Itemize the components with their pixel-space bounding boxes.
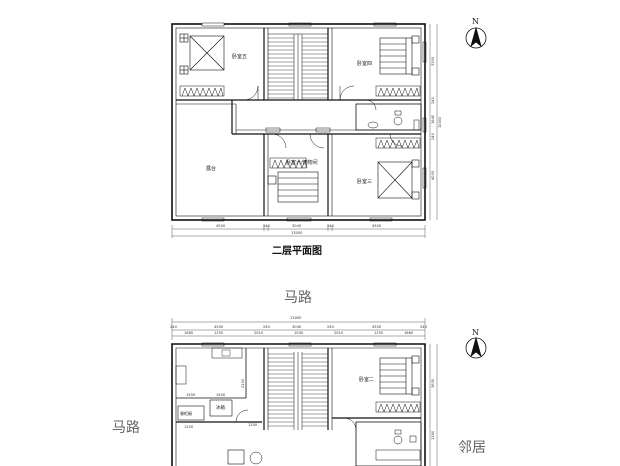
upper-floor-plan [171, 22, 427, 222]
dim-bottom-5: 4500 [372, 224, 382, 228]
compass-north-letter-2: N [472, 328, 479, 337]
upper-staircase [268, 33, 328, 100]
svg-text:240: 240 [431, 96, 435, 104]
lower-floor-plan [171, 342, 426, 466]
window-right-2 [422, 117, 427, 133]
lower-dim-total: 13000 [290, 316, 302, 320]
svg-text:240: 240 [431, 132, 435, 140]
wardrobe-bedroom6 [269, 157, 308, 169]
label-dining-cabinet: 餐柜橱 [180, 410, 192, 416]
room-label-bedroom6: 卧室六/储物间 [286, 159, 318, 166]
upper-right-dims: 3300 240 1640 240 4000 10000 [431, 56, 442, 180]
dining-cabinet [177, 405, 205, 421]
door-arc-6 [365, 99, 377, 111]
svg-text:1680: 1680 [404, 331, 414, 335]
svg-text:2100: 2100 [241, 378, 245, 388]
bed-bedroom4 [379, 35, 420, 76]
svg-text:1030: 1030 [294, 331, 304, 335]
door-arc-2 [339, 85, 355, 101]
dim-bottom-2: 240 [263, 224, 271, 228]
lower-dimension-lines [171, 318, 426, 340]
wardrobe-bedroom3 [375, 137, 421, 149]
window-top-mid [288, 22, 312, 27]
lower-dim-right-2: 1160 [431, 430, 435, 440]
road-label-top: 马路 [284, 290, 312, 306]
window-bottom-right [369, 217, 393, 222]
window-bottom-left [201, 217, 225, 222]
svg-text:1200: 1200 [248, 423, 258, 427]
bed-bedroom2 [379, 355, 420, 396]
svg-text:1500: 1500 [216, 393, 226, 397]
svg-text:240: 240 [170, 325, 178, 329]
upper-bathroom [355, 103, 422, 131]
fridge-unit [209, 399, 233, 417]
left-cabinet [175, 365, 187, 385]
plan-title: 二层平面图 [272, 245, 322, 257]
bed-bedroom5 [179, 33, 225, 75]
svg-text:240: 240 [420, 325, 428, 329]
road-label-left: 马路 [112, 420, 140, 436]
lower-inner-dims: 2100 1500 1500 1200 1200 [184, 378, 258, 429]
room-label-bedroom5: 卧室五 [232, 53, 247, 60]
svg-text:1680: 1680 [184, 331, 194, 335]
door-arc-5 [389, 133, 403, 147]
bed-bedroom3 [377, 159, 420, 200]
svg-text:1500: 1500 [186, 393, 196, 397]
window-bottom-mid [286, 217, 312, 222]
wardrobe-bedroom4 [375, 85, 421, 97]
sink-fixture [367, 121, 379, 129]
compass-north-letter: N [472, 17, 479, 26]
svg-text:240: 240 [263, 325, 271, 329]
lower-right-dims [429, 344, 438, 466]
dim-bottom-3: 3040 [292, 224, 302, 228]
dim-bottom-4: 240 [327, 224, 335, 228]
label-fridge: 冰箱 [216, 404, 225, 411]
svg-text:1250: 1250 [214, 331, 224, 335]
armchair [227, 449, 245, 465]
svg-text:10000: 10000 [438, 116, 442, 128]
toilet-fixture [393, 116, 403, 126]
svg-text:4500: 4500 [214, 325, 224, 329]
dim-total: 13000 [291, 231, 303, 235]
window-top-right [373, 22, 397, 27]
svg-text:2010: 2010 [254, 331, 264, 335]
door-arc-4 [309, 133, 325, 149]
door-arc-3 [271, 133, 287, 149]
window-right-3 [422, 167, 427, 189]
svg-text:2010: 2010 [334, 331, 344, 335]
room-label-terrace: 露台 [206, 165, 216, 172]
svg-text:1250: 1250 [374, 331, 384, 335]
neighbor-label: 邻居 [458, 440, 486, 456]
lower-dims-row2: 1680 1250 2010 1030 2010 1250 1680 [184, 331, 414, 335]
svg-text:1200: 1200 [184, 425, 194, 429]
kitchen-counter [211, 347, 243, 359]
svg-text:3300: 3300 [431, 56, 435, 66]
room-label-bedroom4: 卧室四 [357, 60, 372, 67]
upper-outer-wall [171, 23, 426, 221]
lower-dim-right-1: 3630 [431, 378, 435, 388]
room-label-bedroom2: 卧室二 [359, 376, 374, 383]
lower-dims-row1: 240 4500 240 3040 240 4500 240 [170, 325, 428, 329]
svg-text:1640: 1640 [431, 114, 435, 124]
wardrobe-bedroom2 [375, 401, 421, 413]
svg-text:4000: 4000 [431, 170, 435, 180]
upper-dimension-lines [171, 24, 438, 238]
north-compass-icon [465, 26, 487, 49]
svg-text:4500: 4500 [372, 325, 382, 329]
window-right-1 [422, 41, 427, 63]
wardrobe-bedroom5 [179, 85, 225, 97]
north-compass-icon-2 [465, 336, 487, 359]
room-label-bedroom3: 卧室三 [357, 178, 372, 185]
bed-bedroom6 [267, 171, 319, 203]
svg-text:3040: 3040 [292, 325, 302, 329]
svg-text:240: 240 [327, 325, 335, 329]
window-top-left [201, 22, 225, 27]
dim-bottom-1: 4500 [216, 224, 226, 228]
door-arc-1 [243, 85, 259, 101]
